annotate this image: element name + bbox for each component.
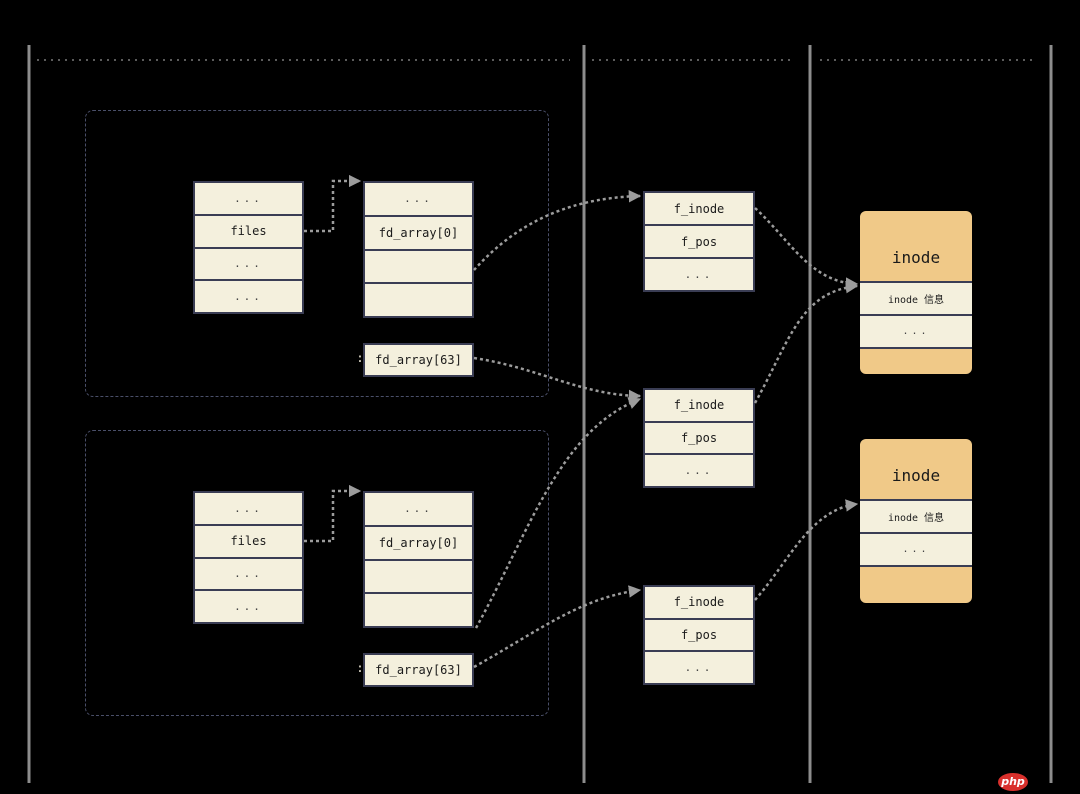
- f-inode-field: f_inode: [645, 390, 753, 423]
- inode-info-field: inode 信息: [860, 283, 972, 316]
- fd-array-empty-slot: [365, 251, 472, 285]
- files-struct-row: ...: [234, 600, 263, 614]
- arrow-file-2-to-inode-1: [753, 280, 859, 404]
- fd-array-entry-63: fd_array[63]: [375, 663, 462, 677]
- file-struct-box-1: f_inode f_pos ...: [643, 191, 755, 292]
- inode-more-field: ...: [902, 544, 930, 555]
- arrow-file-3-to-inode-2: [754, 499, 859, 601]
- process-frame-1: [85, 110, 549, 397]
- fd-array-row: ...: [365, 493, 472, 527]
- fd-array-last-box-1: fd_array[63]: [363, 343, 474, 377]
- fd-array-row: ...: [365, 183, 472, 217]
- f-inode-field: f_inode: [645, 587, 753, 620]
- file-struct-more-field: ...: [684, 268, 714, 281]
- fd-array-empty-slot: [365, 594, 472, 626]
- fd-array-gap-marker: :: [356, 351, 364, 365]
- file-struct-box-2: f_inode f_pos ...: [643, 388, 755, 488]
- fd-array-entry-0: fd_array[0]: [365, 217, 472, 251]
- fd-array-entry-0: fd_array[0]: [365, 527, 472, 561]
- files-struct-row: ...: [195, 249, 302, 282]
- f-pos-field: f_pos: [645, 423, 753, 456]
- files-struct-box-1: ... files ... ...: [193, 181, 304, 314]
- arrow-file-1-to-inode-1: [754, 207, 859, 290]
- inode-fields: inode 信息 ...: [860, 281, 972, 349]
- fd-array-gap-marker: :: [356, 661, 364, 675]
- files-struct-row: ...: [195, 183, 302, 216]
- inode-box-2: inode inode 信息 ...: [860, 439, 972, 603]
- file-struct-more-field: ...: [684, 464, 714, 478]
- inode-info-field: inode 信息: [860, 501, 972, 534]
- inode-more-field: ...: [902, 326, 930, 337]
- fd-array-last-box-2: fd_array[63]: [363, 653, 474, 687]
- files-struct-box-2: ... files ... ...: [193, 491, 304, 624]
- files-struct-row: ...: [234, 290, 263, 304]
- fd-array-empty-slot: [365, 284, 472, 316]
- f-inode-field: f_inode: [645, 193, 753, 226]
- fd-array-entry-63: fd_array[63]: [375, 353, 462, 367]
- files-pointer-row: files: [195, 216, 302, 249]
- inode-fields: inode 信息 ...: [860, 499, 972, 567]
- files-pointer-row: files: [195, 526, 302, 559]
- inode-title: inode: [891, 466, 941, 485]
- php-logo: php: [998, 773, 1028, 791]
- process-frame-2: [85, 430, 549, 716]
- files-struct-row: ...: [195, 493, 302, 526]
- fd-array-empty-slot: [365, 561, 472, 595]
- inode-title: inode: [891, 248, 941, 267]
- file-struct-box-3: f_inode f_pos ...: [643, 585, 755, 685]
- file-struct-more-field: ...: [684, 661, 714, 675]
- f-pos-field: f_pos: [645, 620, 753, 653]
- files-struct-row: ...: [195, 559, 302, 592]
- inode-box-1: inode inode 信息 ...: [860, 211, 972, 374]
- fd-array-box-1: ... fd_array[0]: [363, 181, 474, 318]
- f-pos-field: f_pos: [645, 226, 753, 259]
- fd-array-box-2: ... fd_array[0]: [363, 491, 474, 628]
